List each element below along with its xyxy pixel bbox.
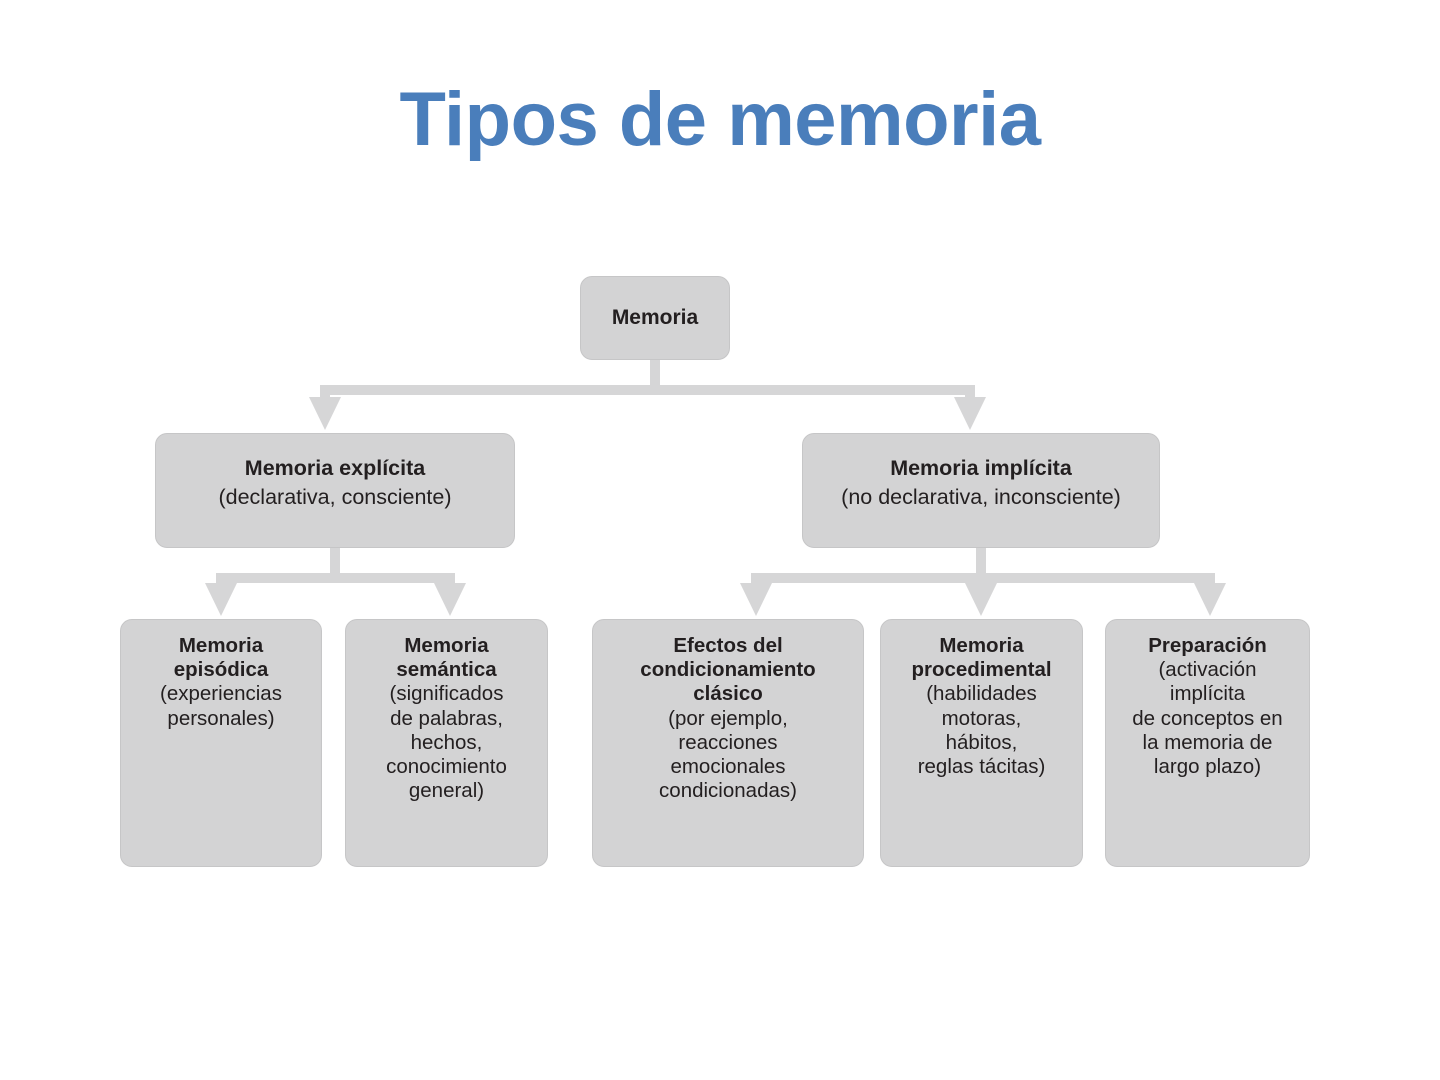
node-memoria-implicita-title: Memoria implícita: [890, 456, 1072, 480]
arrowhead-to-procedimental: [965, 583, 997, 616]
node-memoria-explicita-title: Memoria explícita: [244, 456, 426, 480]
node-memoria-explicita-subtitle: (declarativa, consciente): [218, 485, 452, 510]
connector-to-condicionamiento-stem: [751, 573, 761, 583]
node-efectos-condicionamiento-clasico-title: Efectos del condicionamiento clásico: [640, 634, 816, 706]
node-efectos-condicionamiento-clasico-subtitle: (por ejemplo, reacciones emocionales con…: [659, 706, 797, 803]
connector-root-stem: [650, 360, 660, 390]
node-memoria-episodica[interactable]: Memoria episódica (experiencias personal…: [120, 619, 322, 867]
node-preparacion-title: Preparación: [1148, 634, 1267, 657]
node-memoria-semantica[interactable]: Memoria semántica (significados de palab…: [345, 619, 548, 867]
node-memoria-semantica-title: Memoria semántica: [396, 634, 497, 682]
node-memoria[interactable]: Memoria: [580, 276, 730, 360]
connector-to-procedimental-stem: [976, 573, 986, 583]
arrowhead-to-explicit: [309, 397, 341, 430]
connector-group: [205, 360, 1226, 616]
arrowhead-to-semantica: [434, 583, 466, 616]
node-memoria-implicita[interactable]: Memoria implícita (no declarativa, incon…: [802, 433, 1160, 548]
connector-implicit-stem: [976, 548, 986, 573]
page-title: Tipos de memoria: [399, 77, 1041, 162]
connector-to-explicit-stem: [320, 385, 330, 397]
node-memoria-episodica-subtitle: (experiencias personales): [160, 682, 282, 730]
arrowhead-to-episodica: [205, 583, 237, 616]
connector-to-implicit-stem: [965, 385, 975, 397]
connector-root-bus: [320, 385, 975, 395]
node-memoria-episodica-title: Memoria episódica: [173, 634, 269, 682]
connector-to-preparacion-stem: [1205, 573, 1215, 583]
node-memoria-semantica-subtitle: (significados de palabras, hechos, conoc…: [386, 682, 507, 803]
arrowhead-to-condicionamiento: [740, 583, 772, 616]
node-efectos-condicionamiento-clasico[interactable]: Efectos del condicionamiento clásico (po…: [592, 619, 864, 867]
node-memoria-procedimental-title: Memoria procedimental: [911, 634, 1052, 682]
arrowhead-to-preparacion: [1194, 583, 1226, 616]
node-memoria-implicita-subtitle: (no declarativa, inconsciente): [841, 485, 1121, 510]
node-memoria-title: Memoria: [611, 305, 699, 329]
arrowhead-to-implicit: [954, 397, 986, 430]
connector-to-episodica-stem: [216, 573, 226, 583]
node-memoria-procedimental-subtitle: (habilidades motoras, hábitos, reglas tá…: [917, 682, 1046, 778]
node-preparacion-subtitle: (activación implícita de conceptos en la…: [1132, 658, 1283, 778]
node-memoria-procedimental[interactable]: Memoria procedimental (habilidades motor…: [880, 619, 1083, 867]
connector-explicit-stem: [330, 548, 340, 573]
node-memoria-explicita[interactable]: Memoria explícita (declarativa, conscien…: [155, 433, 515, 548]
connector-to-semantica-stem: [445, 573, 455, 583]
node-preparacion[interactable]: Preparación (activación implícita de con…: [1105, 619, 1310, 867]
connector-explicit-bus: [216, 573, 455, 583]
